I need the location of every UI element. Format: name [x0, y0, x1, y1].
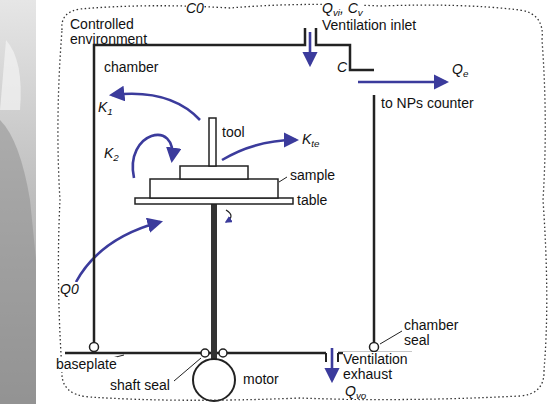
table	[135, 198, 293, 204]
part-label: tool	[222, 125, 245, 140]
region-name: chamber	[104, 60, 158, 75]
flow-arrow	[133, 135, 173, 178]
part-label: Ventilation inlet	[322, 18, 416, 33]
flow-arrow	[309, 32, 312, 64]
part-label: chamber seal	[404, 318, 464, 348]
baseplate-line	[65, 352, 326, 355]
shaft-seal-circle	[219, 349, 227, 357]
flow-arrow	[222, 140, 296, 160]
flow-arrow	[331, 348, 334, 380]
photo-shade	[0, 120, 36, 404]
photo-shade	[0, 40, 21, 110]
flow-arrow	[76, 222, 160, 282]
part-label: to NPs counter	[381, 96, 474, 111]
part-label: table	[297, 193, 327, 208]
leader-line	[174, 358, 201, 381]
part-label: sample	[290, 168, 335, 183]
exhaust-tube	[325, 353, 327, 362]
motor-circle	[193, 359, 235, 401]
exhaust-tube	[337, 353, 339, 362]
symbol-label: Kte	[302, 132, 320, 147]
leader-line	[279, 177, 287, 182]
part-label: Ventilation exhaust	[343, 352, 427, 382]
symbol-label: Q0	[60, 282, 79, 297]
leader-line	[380, 331, 402, 344]
region-name: Controlled environment	[70, 17, 170, 47]
shaft-seal-circle	[201, 349, 209, 357]
symbol-label: K1	[98, 100, 113, 115]
tool	[209, 118, 216, 166]
symbol-label: C	[337, 60, 347, 75]
symbol-label: C0	[186, 1, 204, 16]
part-label: shaft seal	[110, 378, 170, 393]
part-label: baseplate	[56, 357, 117, 372]
photo-strip	[0, 0, 36, 404]
part-label: motor	[243, 372, 279, 387]
symbol-label: Qvo	[345, 384, 366, 399]
seal-circle	[90, 343, 99, 352]
sample	[150, 179, 278, 198]
sample-top	[180, 166, 248, 179]
seal-circle	[370, 343, 379, 352]
flow-arrow	[358, 81, 446, 84]
symbol-label: Qvi, Cv	[322, 1, 363, 16]
chamber-walls	[90, 42, 382, 354]
symbol-label: Qe	[452, 62, 468, 77]
flow-arrow	[112, 94, 200, 120]
chamber-box: chamber C	[90, 42, 382, 354]
shaft	[211, 203, 217, 360]
rotation-mark	[226, 210, 231, 222]
symbol-label: K2	[104, 146, 119, 161]
